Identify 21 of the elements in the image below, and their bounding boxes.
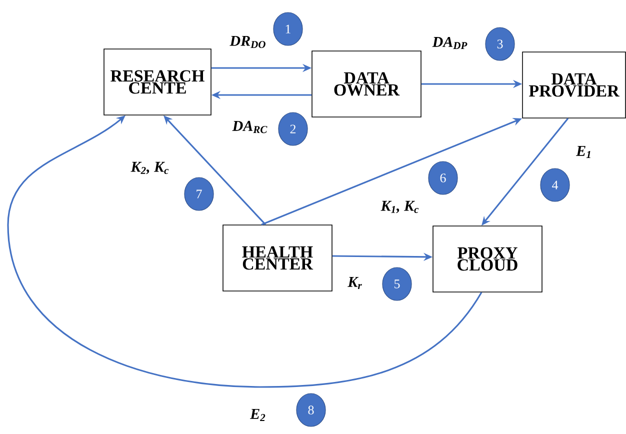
edge-label: K$_{r}$ — [348, 277, 362, 289]
callout-number: 2 — [278, 112, 308, 146]
edge-label: K$_{2}$, K$_{c}$ — [130, 162, 169, 174]
callout-number: 8 — [296, 393, 326, 427]
process-box: DATA OWNER — [312, 50, 422, 118]
callout-number: 6 — [428, 161, 458, 195]
process-box: DATA PROVIDER — [522, 52, 626, 118]
edge-label: DA$_{RC}$ — [232, 120, 268, 134]
callout-number: 1 — [273, 12, 303, 46]
edge-label: DA$_{DP}$ — [432, 36, 468, 50]
edge-label: K$_{1}$, K$_{c}$ — [380, 200, 419, 214]
callout-number: 4 — [540, 168, 570, 202]
process-box: HEALTH CENTER — [222, 224, 332, 292]
edge-label: E$_{1}$ — [576, 146, 590, 158]
edge-label: DR$_{DO}$ — [230, 36, 266, 48]
process-box: PROXY CLOUD — [432, 226, 542, 292]
process-box: RESEARCH CENTE — [104, 48, 212, 116]
callout-number: 5 — [382, 267, 412, 301]
callout-number: 7 — [184, 177, 214, 211]
callout-number: 3 — [485, 27, 515, 61]
edge-label: E$_{2}$ — [250, 409, 266, 421]
